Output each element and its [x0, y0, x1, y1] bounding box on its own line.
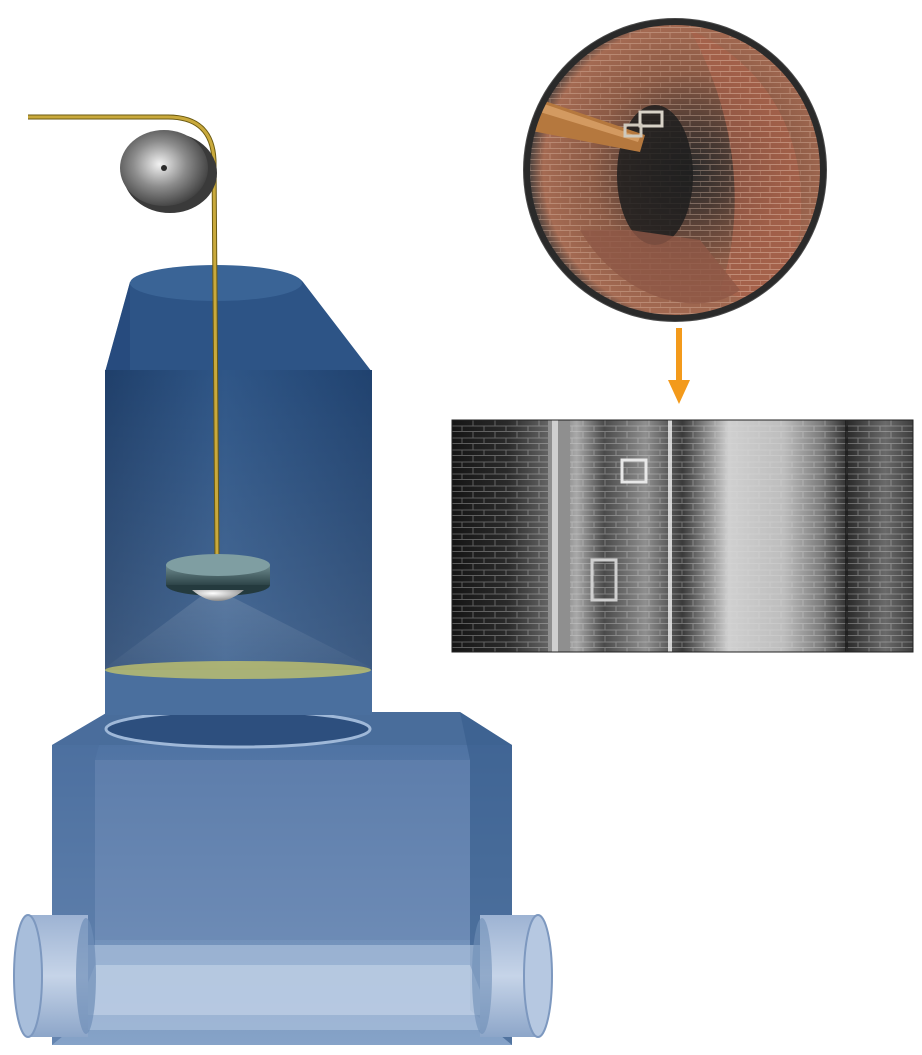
inlet-pipe	[14, 915, 96, 1037]
sewer-chamber	[52, 711, 512, 1045]
arrow-down-icon	[668, 328, 690, 404]
unwrapped-photo	[452, 420, 913, 652]
outlet-pipe	[472, 915, 552, 1037]
fisheye-photo	[523, 18, 827, 322]
scan-ring	[105, 661, 371, 679]
pulley-wheel	[120, 130, 217, 213]
manhole-shaft	[105, 265, 372, 715]
